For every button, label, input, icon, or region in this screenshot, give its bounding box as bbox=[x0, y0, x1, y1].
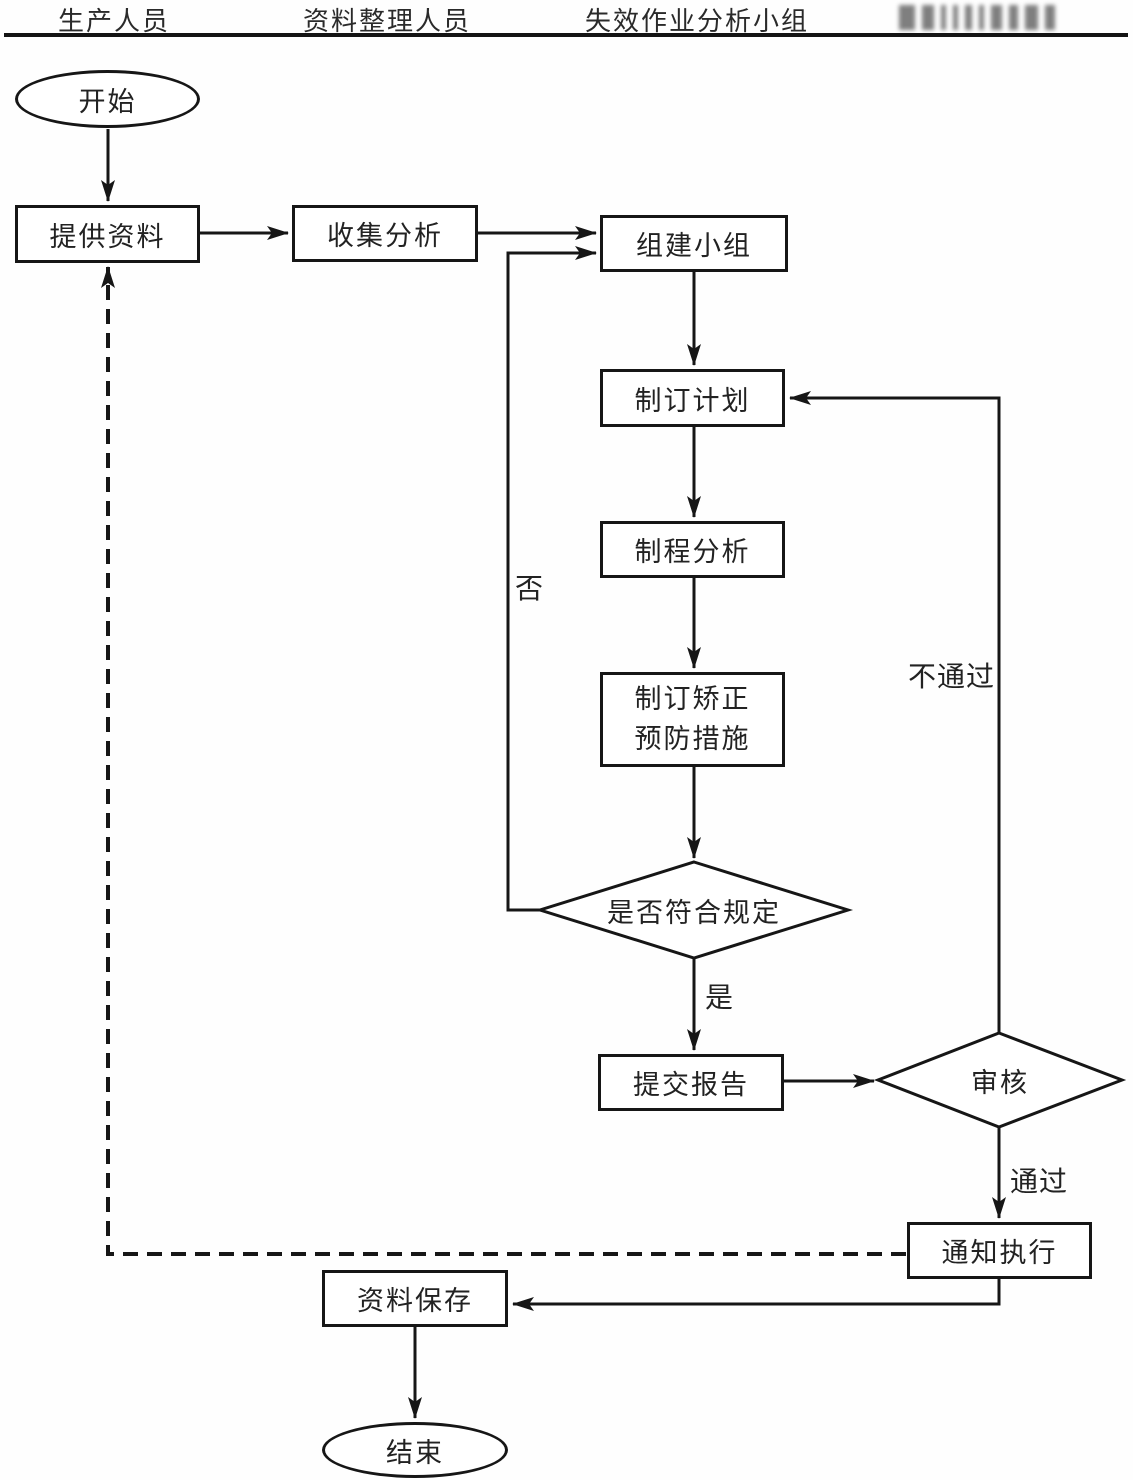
node-start-label: 开始 bbox=[78, 86, 137, 118]
decision-meets-spec-shape bbox=[534, 860, 854, 960]
header-divider bbox=[4, 33, 1128, 37]
decision-meets-spec-label: 是否符合规定 bbox=[607, 897, 781, 929]
node-end-label: 结束 bbox=[386, 1437, 444, 1469]
node-corrective-measures-line1: 制订矫正 bbox=[634, 683, 751, 715]
edge-label-pass: 通过 bbox=[1010, 1165, 1069, 1198]
node-notify-execute-label: 通知执行 bbox=[941, 1238, 1058, 1269]
node-form-team-label: 组建小组 bbox=[636, 231, 752, 262]
node-submit-report: 提交报告 bbox=[598, 1054, 784, 1111]
node-form-team: 组建小组 bbox=[600, 215, 788, 272]
decision-review-shape bbox=[873, 1031, 1127, 1129]
connector-dashed-notify-to-provide bbox=[101, 266, 906, 1256]
node-corrective-measures: 制订矫正 预防措施 bbox=[600, 672, 785, 767]
node-provide-data-label: 提供资料 bbox=[49, 221, 166, 253]
lane-title-data-organizing: 资料整理人员 bbox=[303, 7, 472, 37]
node-collect-analyze: 收集分析 bbox=[292, 205, 478, 262]
decision-review-label: 审核 bbox=[971, 1067, 1029, 1099]
node-make-plan: 制订计划 bbox=[600, 369, 785, 427]
edge-label-no: 否 bbox=[515, 572, 545, 605]
connector-no-loop-to-team bbox=[506, 246, 597, 912]
node-notify-execute: 通知执行 bbox=[907, 1222, 1092, 1279]
connector-notpass-loop-to-plan bbox=[789, 391, 1001, 1033]
node-corrective-measures-line2: 预防措施 bbox=[634, 723, 751, 755]
lane-title-analysis-team: 失效作业分析小组 bbox=[585, 7, 810, 37]
node-collect-analyze-label: 收集分析 bbox=[327, 221, 443, 252]
edge-label-not-pass: 不通过 bbox=[908, 660, 996, 693]
node-process-analysis-label: 制程分析 bbox=[634, 537, 751, 568]
node-start: 开始 bbox=[15, 70, 200, 128]
node-process-analysis: 制程分析 bbox=[600, 521, 785, 578]
lane-title-production: 生产人员 bbox=[58, 7, 171, 37]
blurred-text bbox=[899, 5, 1063, 30]
node-save-data: 资料保存 bbox=[322, 1270, 508, 1327]
node-provide-data: 提供资料 bbox=[15, 205, 200, 263]
edge-label-yes: 是 bbox=[705, 981, 735, 1014]
connector-notify-to-save bbox=[512, 1279, 1001, 1311]
node-save-data-label: 资料保存 bbox=[357, 1286, 473, 1317]
node-end: 结束 bbox=[322, 1422, 508, 1478]
node-submit-report-label: 提交报告 bbox=[633, 1070, 749, 1101]
node-make-plan-label: 制订计划 bbox=[634, 385, 751, 417]
